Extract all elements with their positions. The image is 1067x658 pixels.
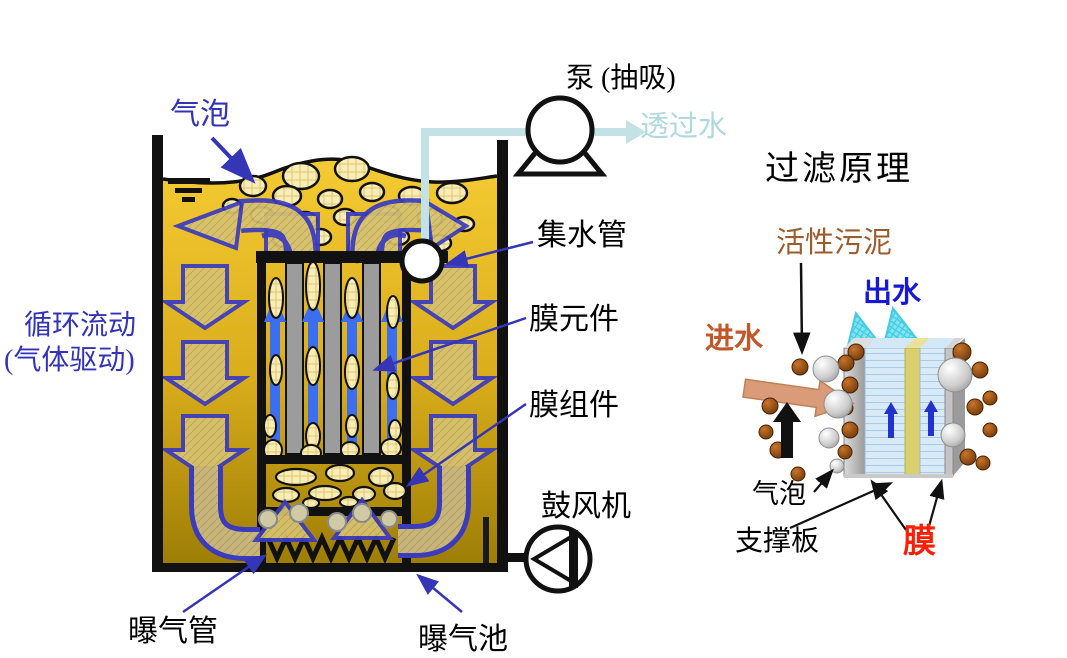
- suction-pump: [512, 95, 608, 177]
- membrane-module-label: 膜组件: [529, 389, 619, 422]
- tank-bottom: [152, 563, 508, 572]
- bubble-label-right: 气泡: [752, 479, 806, 509]
- bubbles-lower-chamber: [271, 463, 408, 510]
- permeate-arrowhead: [626, 120, 646, 144]
- principle-title: 过滤原理: [765, 151, 913, 188]
- baffle-line: [483, 517, 489, 563]
- flat-sheet-module: [843, 338, 965, 478]
- drain-channel-left: [864, 347, 906, 477]
- aeration-pipe-label: 曝气管: [128, 615, 218, 648]
- collector-pipe-label: 集水管: [537, 219, 627, 252]
- air-bubbles-gray: [258, 503, 398, 532]
- blower-label: 鼓风机: [541, 490, 631, 523]
- downflow-arrows: [159, 264, 499, 479]
- permeate-label: 透过水: [640, 111, 728, 143]
- permeate-mini-arrows: [884, 400, 938, 438]
- support-core-yellow: [904, 347, 921, 477]
- arc-arrowhead-left: [172, 198, 245, 251]
- arc-curl-left: [261, 232, 293, 253]
- aeration-tank-label: 曝气池: [418, 623, 508, 656]
- blower-pipe: [504, 553, 528, 562]
- arc-curl-right: [375, 232, 407, 253]
- annotation-arrows-right: [789, 262, 945, 531]
- tank-wall-left: [152, 135, 163, 572]
- filtration-principle: [742, 262, 998, 531]
- pump-label: 泵 (抽吸): [566, 63, 676, 94]
- annotation-arrows-left: [182, 136, 534, 614]
- module-right-wall: [402, 251, 411, 563]
- permeate-pipe: [421, 120, 646, 245]
- membrane-module: [256, 251, 448, 563]
- water-level-symbol: [168, 178, 210, 202]
- module-left-wall: [257, 251, 266, 563]
- air-bubble-spheres: [812, 355, 973, 474]
- bottom-circulation-arrows: [189, 466, 471, 561]
- pump-body: [525, 95, 595, 165]
- membrane-plates: [285, 262, 381, 455]
- circulation-label-line1: 循环流动: [24, 310, 137, 341]
- aeration-zone: [265, 517, 489, 565]
- membrane-label: 膜: [903, 524, 936, 560]
- influent-label: 进水: [705, 323, 764, 355]
- effluent-label: 出水: [863, 277, 922, 309]
- circulation-arcs: [172, 198, 470, 257]
- tank-wall-right: [497, 140, 508, 572]
- support-plate-label: 支撑板: [735, 526, 820, 557]
- air-up-arrow: [773, 402, 801, 458]
- diffuser-zigzag: [265, 531, 397, 565]
- blower-bar: [569, 530, 578, 588]
- activated-sludge-label: 活性污泥: [776, 227, 893, 259]
- bubbles-in-module: [263, 261, 402, 462]
- collector-pipe-circle: [399, 238, 445, 284]
- bubble-label-left: 气泡: [170, 98, 230, 131]
- module-mid-frame: [257, 455, 411, 464]
- blower: [504, 524, 593, 594]
- circulation-label-line2: (气体驱动): [4, 345, 135, 376]
- module-lower-frame: [257, 507, 411, 516]
- membrane-element-label: 膜元件: [529, 303, 619, 336]
- tank-walls: [152, 135, 508, 572]
